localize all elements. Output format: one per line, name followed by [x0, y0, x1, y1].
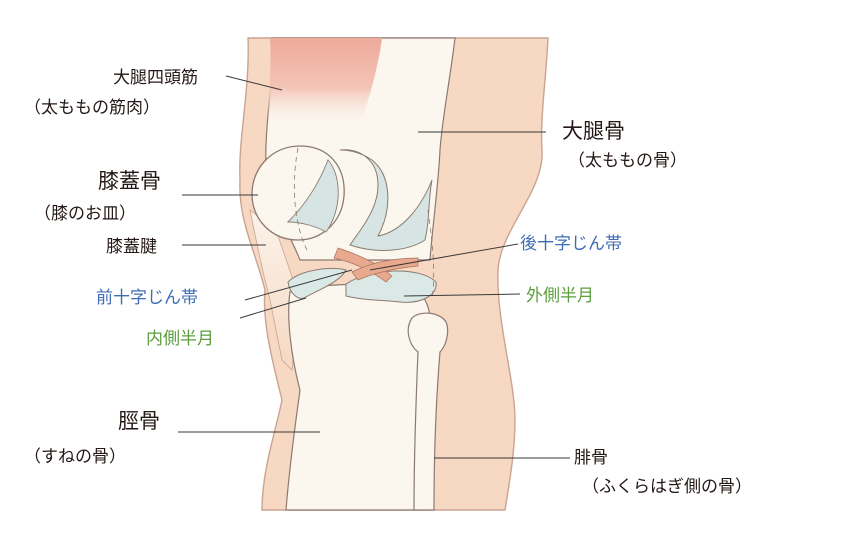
patella-cartilage	[286, 159, 339, 233]
fibula-label: 腓骨	[574, 448, 608, 468]
leader-pcl	[369, 243, 519, 271]
quadriceps-sub-label: （太ももの筋肉）	[24, 98, 160, 118]
pcl-label: 後十字じん帯	[520, 234, 622, 254]
medial-meniscus-label: 内側半月	[146, 329, 214, 349]
quadriceps-label: 大腿四頭筋	[113, 68, 198, 88]
tibia-bone	[285, 283, 431, 511]
patellar-tendon-label: 膝蓋腱	[106, 237, 157, 257]
patella-sub-label: （膝のお皿）	[34, 204, 136, 224]
leader-quadriceps	[225, 75, 283, 91]
femoral-cartilage	[339, 149, 433, 251]
leader-medial-meniscus	[239, 297, 307, 319]
tibia-label: 脛骨	[118, 409, 160, 433]
lateral-meniscus-label: 外側半月	[526, 286, 594, 306]
patella-label: 膝蓋骨	[98, 169, 161, 193]
hidden-contour	[294, 147, 435, 301]
quadriceps-muscle	[268, 38, 382, 128]
acl-label: 前十字じん帯	[96, 288, 198, 308]
leader-lateral-meniscus	[403, 293, 521, 297]
fibula-bone	[407, 312, 449, 511]
tibia-sub-label: （すねの骨）	[24, 447, 126, 467]
leader-acl	[244, 269, 353, 301]
femur-sub-label: （太ももの骨）	[568, 151, 687, 171]
fibula-sub-label: （ふくらはぎ側の骨）	[582, 477, 752, 497]
femur-label: 大腿骨	[562, 119, 625, 143]
